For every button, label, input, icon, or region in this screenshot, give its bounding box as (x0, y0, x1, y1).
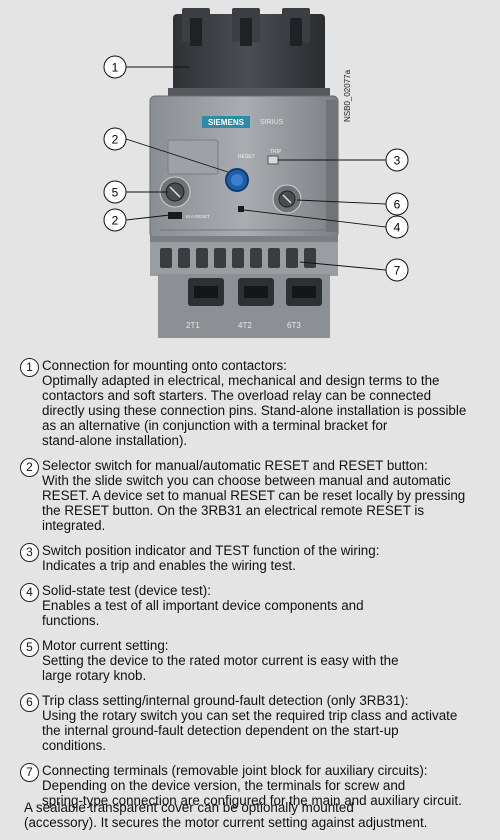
legend-number-badge: 5 (20, 638, 39, 657)
legend-title: Connecting terminals (removable joint bl… (42, 763, 428, 778)
legend-description-line: large rotary knob. (42, 668, 147, 683)
terminal-label-1: 2T1 (186, 321, 200, 330)
legend-title: Switch position indicator and TEST funct… (42, 543, 380, 558)
terminal-block (150, 236, 338, 276)
reset-text: RESET (238, 154, 255, 160)
legend-description-line: Depending on the device version, the ter… (42, 778, 406, 793)
callout-7: 7 (394, 264, 401, 278)
note-line: A sealable transparent cover can be opti… (24, 800, 354, 815)
legend-description-line: With the slide switch you can choose bet… (42, 473, 451, 488)
callout-4: 4 (394, 221, 401, 235)
legend-description-line: directly using these connection pins. St… (42, 403, 467, 418)
terminal-label-2: 4T2 (238, 321, 252, 330)
legend-description-line: Using the rotary switch you can set the … (42, 708, 458, 723)
legend-description-line: integrated. (42, 518, 106, 533)
terminal-label-3: 6T3 (287, 321, 301, 330)
legend-description-line: spring-type connection are configured fo… (42, 793, 462, 808)
legend-title: Connection for mounting onto contactors: (42, 358, 287, 373)
legend-number-badge: 1 (20, 358, 39, 377)
legend-description-line: the RESET button. On the 3RB31 an electr… (42, 503, 425, 518)
contactor-pins (168, 8, 330, 98)
callout-1: 1 (112, 61, 119, 75)
main-terminals: 2T1 4T2 6T3 (158, 274, 330, 338)
device-illustration: SIEMENS SIRIUS RESET TRIP CLASS M A RESE… (103, 8, 409, 338)
device-test-button (238, 206, 244, 212)
legend-description-line: functions. (42, 613, 100, 628)
legend-description-line: conditions. (42, 738, 107, 753)
legend-number-badge: 3 (20, 543, 39, 562)
callout-2: 2 (112, 133, 119, 147)
callout-markers: 1 2 3 4 5 6 7 2 (103, 55, 409, 282)
legend-title: Selector switch for manual/automatic RES… (42, 458, 428, 473)
legend-title: Solid-state test (device test): (42, 583, 211, 598)
cover-note: A sealable transparent cover can be opti… (0, 800, 500, 830)
trip-text: TRIP (270, 149, 282, 155)
figure-id: NSB0_02077a (343, 69, 352, 122)
legend-description-line: contactors and soft starters. The overlo… (42, 388, 432, 403)
legend-description-line: as an alternative (in conjunction with a… (42, 418, 388, 433)
brand-label: SIEMENS (208, 118, 245, 127)
legend-number-badge: 4 (20, 583, 39, 602)
callout-3: 3 (394, 154, 401, 168)
brand-bar (202, 116, 250, 128)
series-label: SIRIUS (260, 119, 284, 126)
legend-description-line: Indicates a trip and enables the wiring … (42, 558, 296, 573)
legend-description-line: stand-alone installation). (42, 433, 188, 448)
slide-switch (168, 212, 182, 219)
legend-description-line: Enables a test of all important device c… (42, 598, 364, 613)
legend-number-badge: 7 (20, 763, 39, 782)
legend-description-line: Setting the device to the rated motor cu… (42, 653, 399, 668)
callout-5: 5 (112, 186, 119, 200)
legend-title: Motor current setting: (42, 638, 169, 653)
callout-lines (125, 66, 387, 271)
legend-description-line: Optimally adapted in electrical, mechani… (42, 373, 440, 388)
note-line: (accessory). It secures the motor curren… (24, 815, 428, 830)
legend-title: Trip class setting/internal ground-fault… (42, 693, 409, 708)
legend-number-badge: 6 (20, 693, 39, 712)
callout-6: 6 (394, 198, 401, 212)
legend-number-badge: 2 (20, 458, 39, 477)
test-indicator (267, 155, 279, 165)
reset-mode-text: M A RESET (186, 214, 210, 219)
legend-description-line: RESET. A device set to manual RESET can … (42, 488, 466, 503)
relay-housing: SIEMENS SIRIUS RESET TRIP CLASS M A RESE… (149, 95, 339, 239)
callout-2b: 2 (112, 214, 119, 228)
legend-description-line: the internal ground-fault detection depe… (42, 723, 399, 738)
